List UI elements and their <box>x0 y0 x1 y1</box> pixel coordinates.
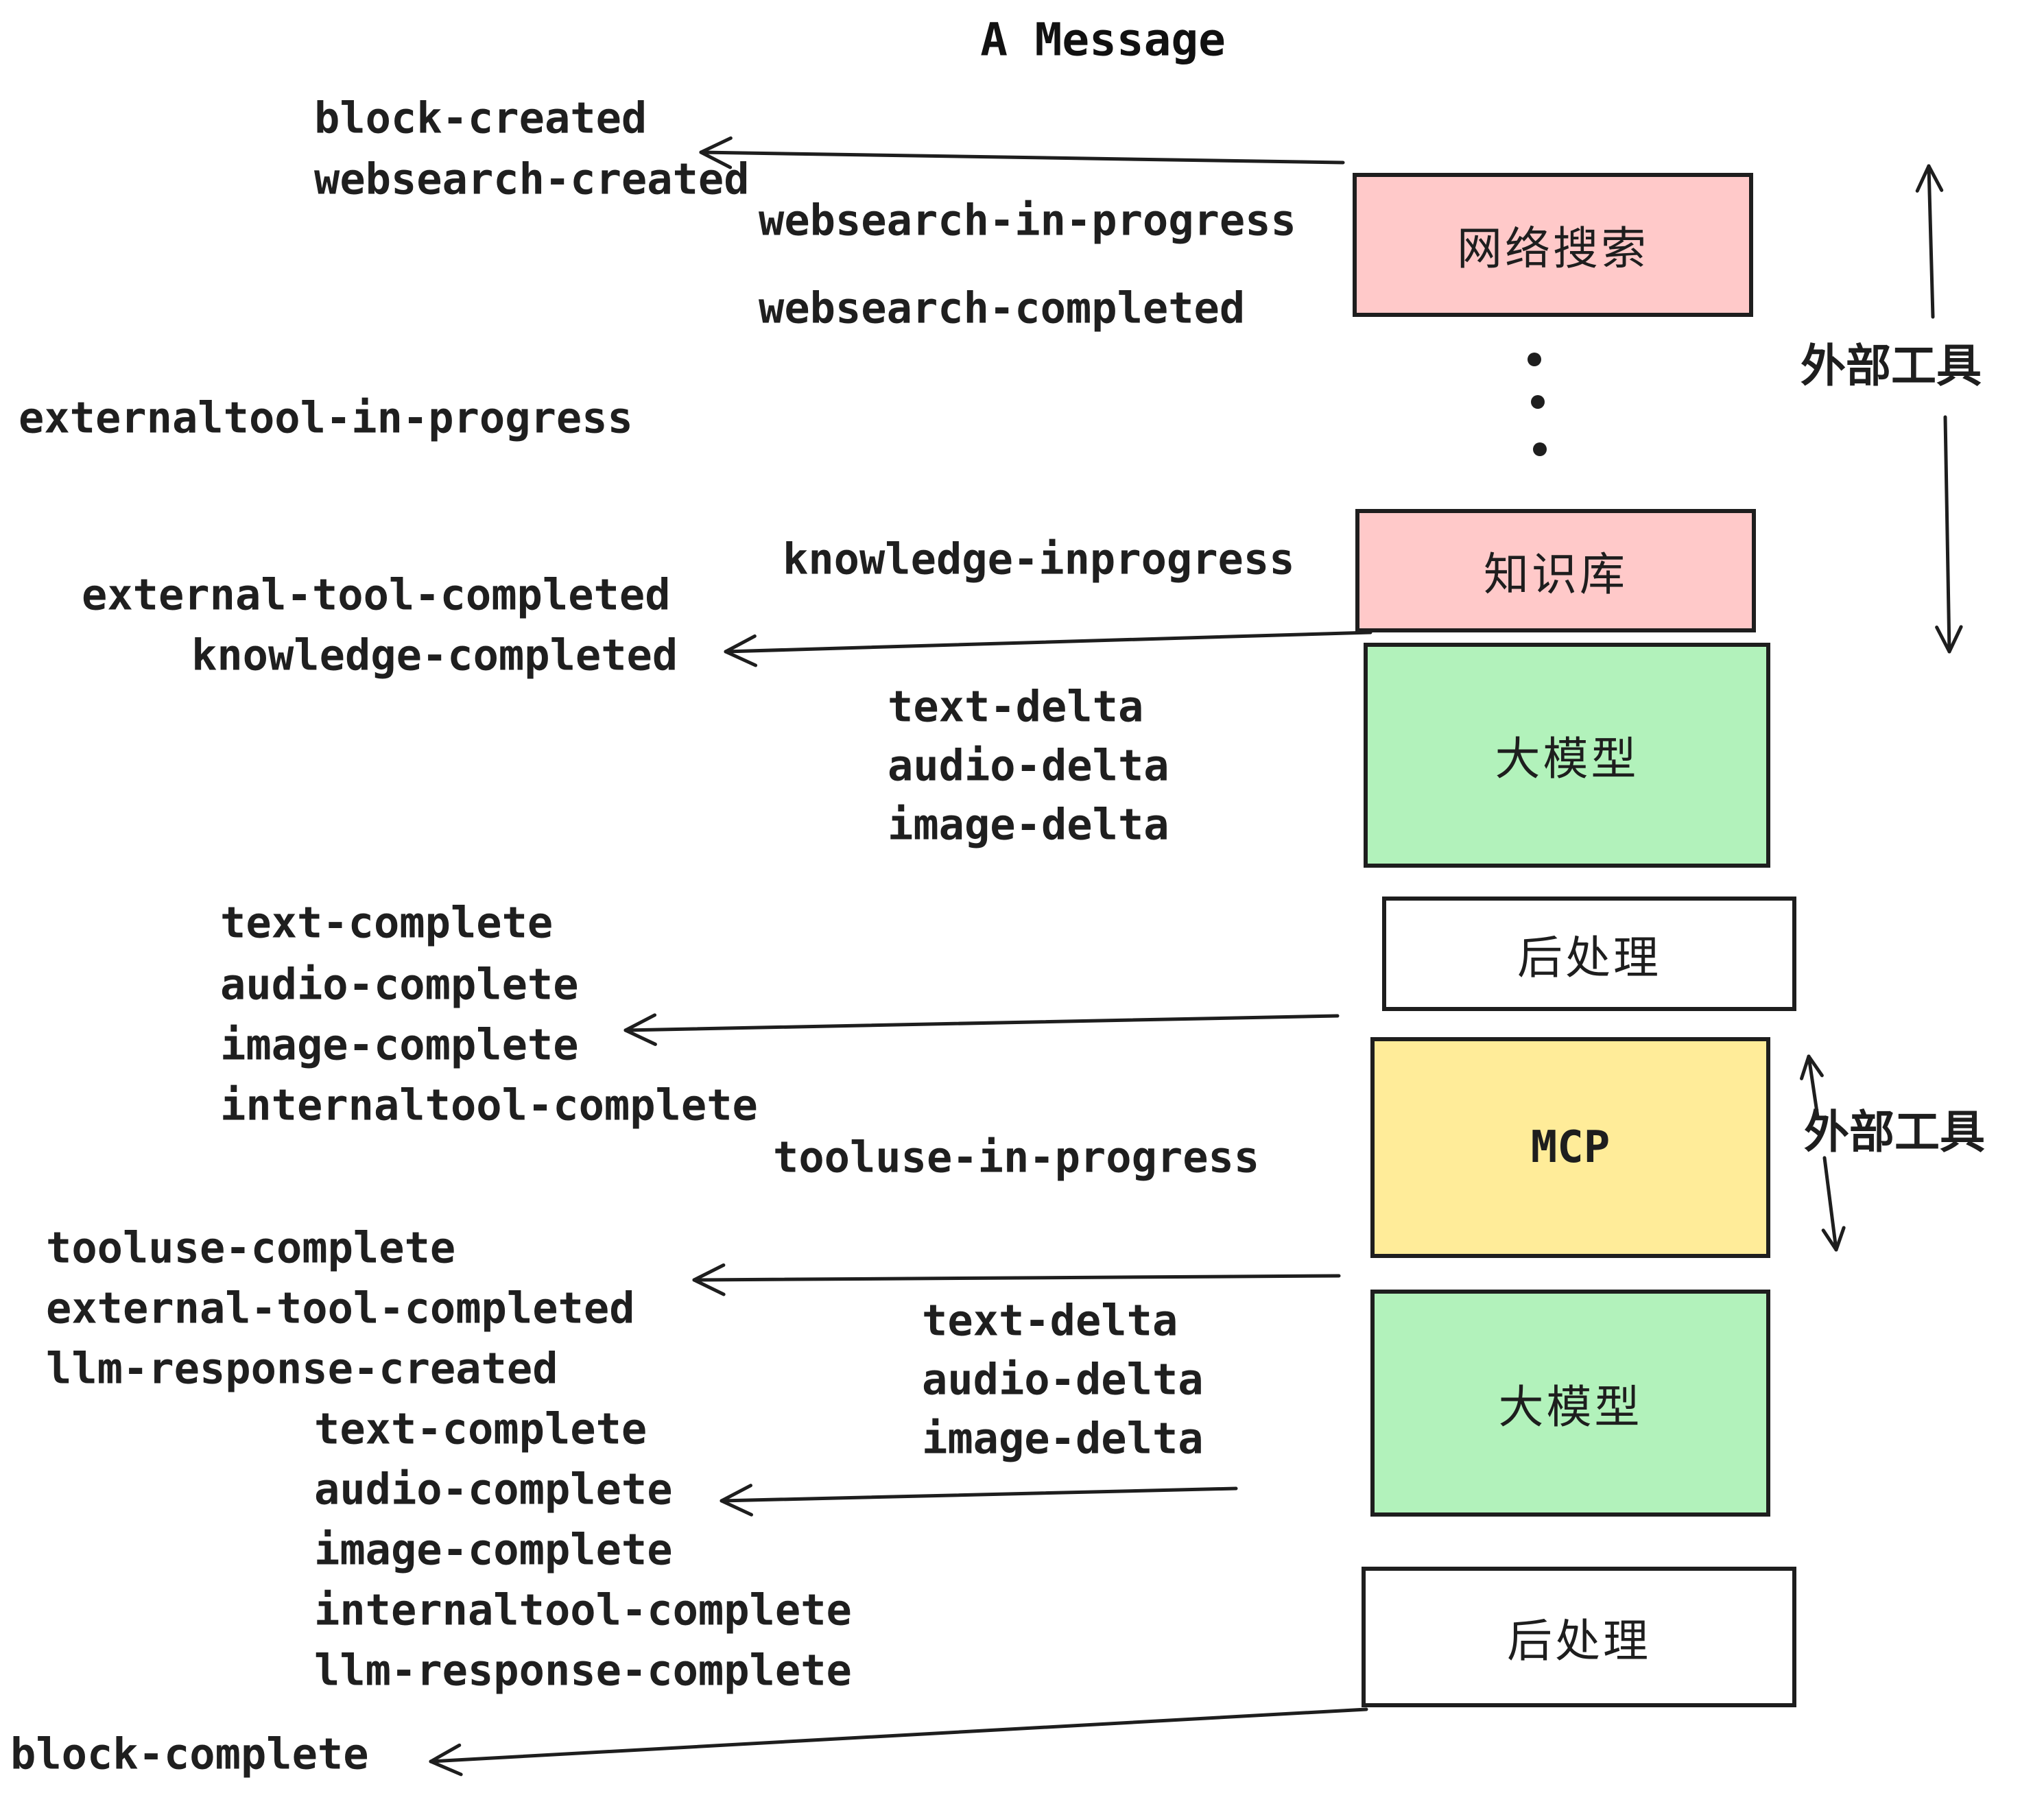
arrow-external-tools-1-up <box>1915 164 1944 319</box>
box-knowledge-label: 知识库 <box>1484 548 1628 601</box>
event-websearch-in-progress: websearch-in-progress <box>759 195 1296 246</box>
event-block-complete: block-complete <box>10 1729 369 1779</box>
box-llm-2: 大模型 <box>1370 1290 1770 1517</box>
event-tooluse-in-progress: tooluse-in-progress <box>773 1132 1260 1183</box>
box-llm-1-label: 大模型 <box>1495 733 1639 785</box>
ellipsis-dot <box>1528 353 1541 366</box>
box-postprocess-1: 后处理 <box>1382 897 1796 1011</box>
box-llm-1: 大模型 <box>1364 643 1770 868</box>
box-postprocess-2-label: 后处理 <box>1507 1614 1651 1667</box>
diagram-title: A Message <box>980 13 1226 67</box>
event-websearch-completed: websearch-completed <box>759 283 1246 333</box>
box-websearch-label: 网络搜索 <box>1457 222 1649 275</box>
event-external-tool-completed-1: external-tool-completed <box>82 569 671 620</box>
event-internaltool-complete-2: internaltool-complete <box>314 1585 852 1635</box>
ellipsis-dot <box>1531 395 1545 409</box>
event-text-complete-1: text-complete <box>220 897 554 948</box>
event-image-complete-2: image-complete <box>314 1524 673 1575</box>
event-audio-complete-2: audio-complete <box>314 1464 673 1515</box>
event-websearch-created: websearch-created <box>314 154 750 204</box>
event-text-delta-2: text-delta <box>922 1295 1178 1346</box>
event-knowledge-completed: knowledge-completed <box>191 630 678 680</box>
box-postprocess-2: 后处理 <box>1362 1567 1796 1707</box>
box-knowledge: 知识库 <box>1355 509 1756 632</box>
event-llm-response-complete: llm-response-complete <box>314 1645 852 1696</box>
event-text-delta-1: text-delta <box>888 681 1144 732</box>
arrow-external-tools-2-up <box>1800 1054 1824 1119</box>
box-mcp: MCP <box>1370 1037 1770 1258</box>
arrow-to-knowledge-completed <box>724 630 1372 667</box>
box-postprocess-1-label: 后处理 <box>1517 931 1661 984</box>
arrow-to-block-created <box>699 136 1345 169</box>
box-mcp-label: MCP <box>1530 1122 1611 1173</box>
event-externaltool-in-progress: externaltool-in-progress <box>19 392 633 443</box>
event-audio-delta-2: audio-delta <box>922 1354 1204 1405</box>
event-knowledge-inprogress: knowledge-inprogress <box>783 534 1295 584</box>
box-llm-2-label: 大模型 <box>1498 1380 1643 1434</box>
arrow-to-audio-complete <box>720 1484 1238 1517</box>
event-llm-response-created: llm-response-created <box>46 1343 558 1394</box>
arrow-to-tooluse-complete <box>692 1263 1341 1296</box>
event-text-complete-2: text-complete <box>314 1403 647 1454</box>
event-image-delta-1: image-delta <box>888 799 1169 850</box>
event-external-tool-completed-2: external-tool-completed <box>46 1283 635 1333</box>
event-audio-complete-1: audio-complete <box>220 959 579 1010</box>
event-internaltool-complete-1: internaltool-complete <box>220 1080 758 1130</box>
arrow-external-tools-1-down <box>1935 415 1963 654</box>
arrow-to-image-complete <box>623 1013 1340 1046</box>
event-audio-delta-1: audio-delta <box>888 740 1169 791</box>
event-image-complete-1: image-complete <box>220 1019 579 1070</box>
arrow-external-tools-2-down <box>1821 1156 1846 1252</box>
label-external-tools-1: 外部工具 <box>1801 340 1982 392</box>
box-websearch: 网络搜索 <box>1353 173 1753 317</box>
event-tooluse-complete: tooluse-complete <box>46 1222 456 1273</box>
event-image-delta-2: image-delta <box>922 1413 1204 1464</box>
label-external-tools-2: 外部工具 <box>1804 1106 1985 1159</box>
event-block-created: block-created <box>314 93 647 143</box>
ellipsis-dot <box>1533 442 1547 456</box>
arrow-to-block-complete <box>429 1707 1368 1777</box>
